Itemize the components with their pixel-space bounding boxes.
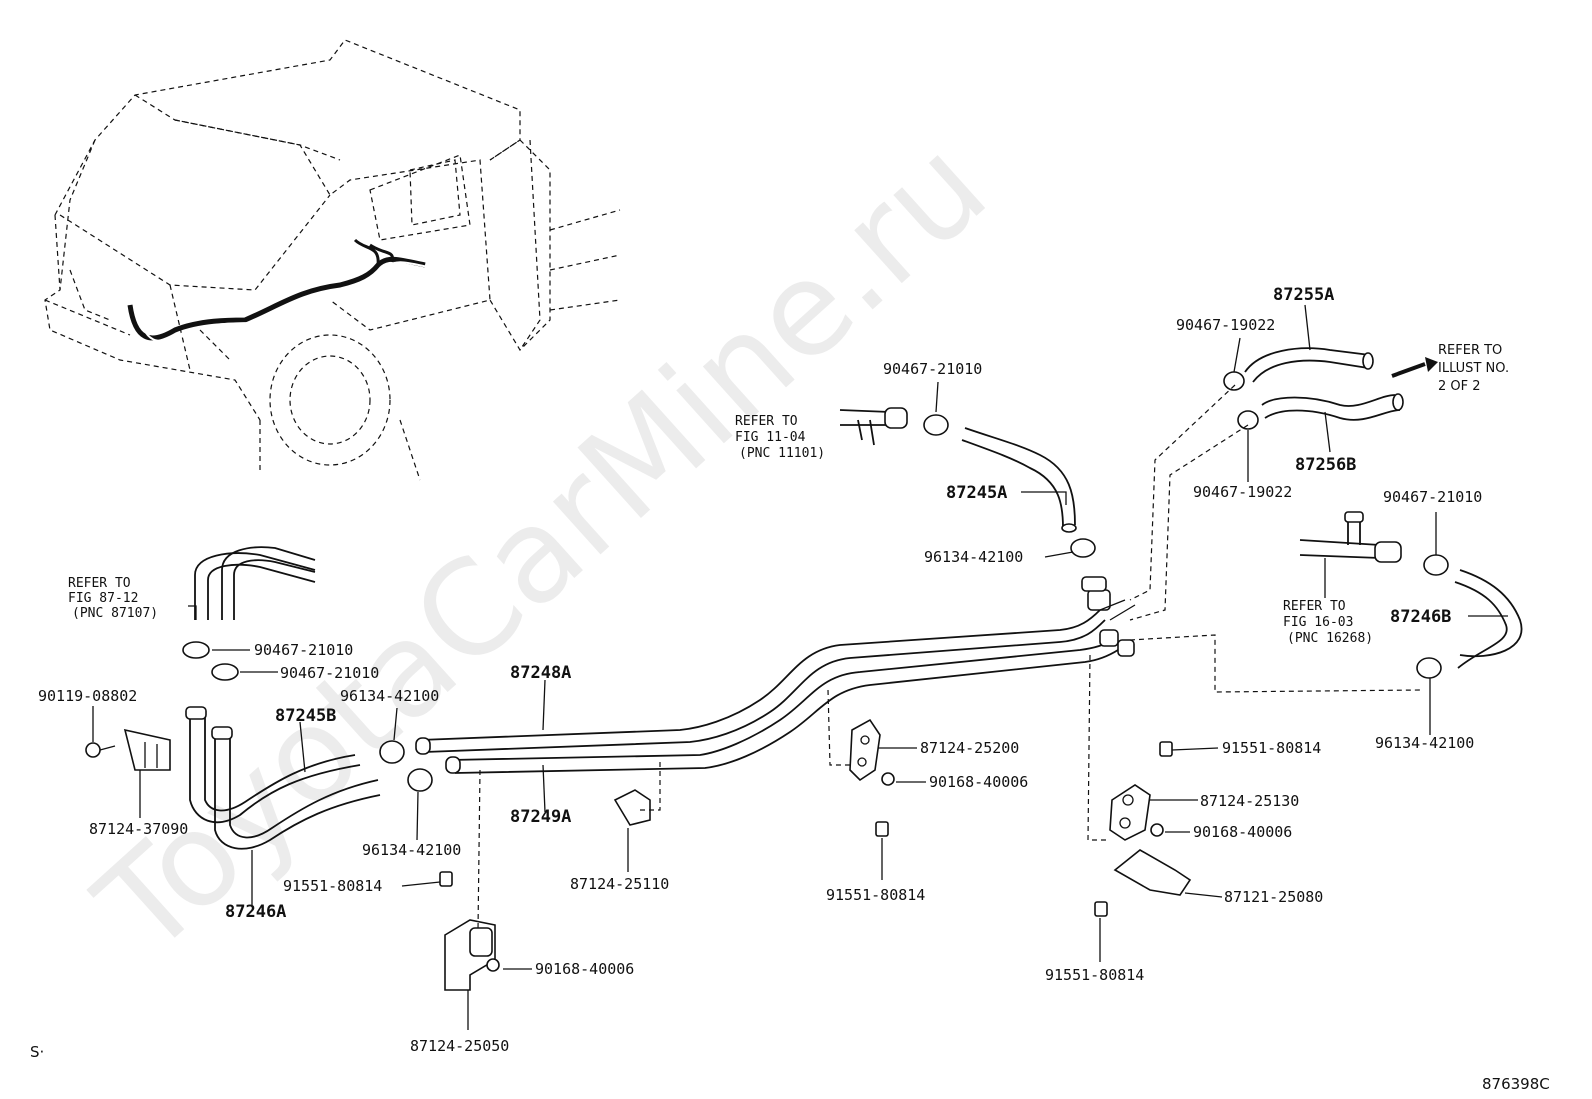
pipe-fig-11-04 <box>839 407 908 446</box>
label-91551-80814-c[interactable]: 91551-80814 <box>1222 739 1321 757</box>
label-90119-08802[interactable]: 90119-08802 <box>38 687 137 705</box>
ref-line: ILLUST NO. <box>1438 361 1509 376</box>
clip-87124-25110[interactable] <box>613 789 651 826</box>
clamp-96134-42100-right[interactable] <box>1416 657 1442 679</box>
ref-fig-11-04: REFER TO FIG 11-04 (PNC 11101) <box>735 414 825 461</box>
ref-line: REFER TO <box>68 576 131 591</box>
clamp-90467-21010-right[interactable] <box>1423 554 1449 576</box>
label-87256B[interactable]: 87256B <box>1295 455 1356 475</box>
ref-line: 2 OF 2 <box>1438 379 1481 394</box>
label-87124-25200[interactable]: 87124-25200 <box>920 739 1019 757</box>
truck-illustration <box>44 39 621 481</box>
label-90168-40006-c[interactable]: 90168-40006 <box>1193 823 1292 841</box>
hose-87245A[interactable] <box>961 427 1077 533</box>
hose-87245B[interactable] <box>185 706 361 824</box>
watermark: ToyotaCarMine.ru <box>68 110 1014 984</box>
clamp-90467-19022-top[interactable] <box>1223 371 1245 391</box>
ref-line: (PNC 87107) <box>72 606 158 621</box>
clamp-90467-21010-left-a[interactable] <box>182 641 210 659</box>
bolt-91551-80814-c[interactable] <box>1159 741 1173 757</box>
label-87248A[interactable]: 87248A <box>510 663 571 683</box>
clamp-90467-21010-left-b[interactable] <box>211 663 239 681</box>
ref-line: FIG 87-12 <box>68 591 138 606</box>
label-90467-21010-right[interactable]: 90467-21010 <box>1383 488 1482 506</box>
ref-line: (PNC 16268) <box>1287 631 1373 646</box>
leader-lines <box>92 304 1508 1030</box>
bolt-90168-40006-a[interactable] <box>486 958 500 972</box>
label-87246A[interactable]: 87246A <box>225 902 286 922</box>
ref-line: FIG 11-04 <box>735 430 806 445</box>
hose-87255A[interactable] <box>1244 347 1374 383</box>
bracket-87121-25080[interactable] <box>1113 849 1192 896</box>
label-90467-21010-left-a[interactable]: 90467-21010 <box>254 641 353 659</box>
ref-line: FIG 16-03 <box>1283 615 1353 630</box>
bolt-90168-40006-b[interactable] <box>881 772 895 786</box>
label-90467-19022-top[interactable]: 90467-19022 <box>1176 316 1275 334</box>
label-87245B[interactable]: 87245B <box>275 706 336 726</box>
ref-fig-16-03: REFER TO FIG 16-03 (PNC 16268) <box>1283 599 1373 646</box>
clamp-87124-25200[interactable] <box>849 718 881 782</box>
ref-line: REFER TO <box>735 414 798 429</box>
label-87255A[interactable]: 87255A <box>1273 285 1334 305</box>
ref-fig-87-12: REFER TO FIG 87-12 (PNC 87107) <box>68 576 158 621</box>
guide-lines <box>477 384 1421 931</box>
arrow-refer-illust <box>1391 357 1438 378</box>
pipe-fig-87-12 <box>194 546 316 620</box>
figure-id: 876398C <box>1482 1075 1550 1093</box>
ref-line: (PNC 11101) <box>739 446 825 461</box>
clamp-87124-25130[interactable] <box>1109 784 1151 841</box>
clamp-96134-42100-left-upper[interactable] <box>379 740 405 764</box>
label-87124-37090[interactable]: 87124-37090 <box>89 820 188 838</box>
hose-87246B[interactable] <box>1454 569 1523 669</box>
bolt-90168-40006-c[interactable] <box>1150 823 1164 837</box>
clamp-96134-42100-top[interactable] <box>1070 538 1096 558</box>
hose-junction <box>1081 576 1136 657</box>
ref-line: REFER TO <box>1438 343 1502 358</box>
main-hose-87248A[interactable] <box>415 609 1106 755</box>
label-96134-42100-left-upper[interactable]: 96134-42100 <box>340 687 439 705</box>
pipe-fig-16-03 <box>1299 511 1402 563</box>
clamp-90467-21010-top[interactable] <box>923 414 949 436</box>
label-96134-42100-right[interactable]: 96134-42100 <box>1375 734 1474 752</box>
bracket-87124-25050[interactable] <box>444 919 496 991</box>
label-87124-25110[interactable]: 87124-25110 <box>570 875 669 893</box>
part-labels: 87255A 90467-19022 90467-21010 87256B 90… <box>38 285 1482 1055</box>
main-hose-87249A[interactable] <box>445 639 1119 774</box>
label-96134-42100-top[interactable]: 96134-42100 <box>924 548 1023 566</box>
hose-87256B[interactable] <box>1261 393 1404 421</box>
ref-illust-2: REFER TO ILLUST NO. 2 OF 2 <box>1438 343 1509 394</box>
label-87124-25050[interactable]: 87124-25050 <box>410 1037 509 1055</box>
bolt-91551-80814-d[interactable] <box>1094 901 1108 917</box>
label-87121-25080[interactable]: 87121-25080 <box>1224 888 1323 906</box>
clamp-90467-19022-bottom[interactable] <box>1237 410 1259 430</box>
label-96134-42100-left-lower[interactable]: 96134-42100 <box>362 841 461 859</box>
label-90467-21010-left-b[interactable]: 90467-21010 <box>280 664 379 682</box>
label-91551-80814-d[interactable]: 91551-80814 <box>1045 966 1144 984</box>
bolt-90119-08802[interactable] <box>85 742 116 758</box>
label-87246B[interactable]: 87246B <box>1390 607 1451 627</box>
footer-mark: S· <box>30 1043 44 1061</box>
hose-87246A[interactable] <box>211 726 381 850</box>
label-87245A[interactable]: 87245A <box>946 483 1007 503</box>
label-91551-80814-a[interactable]: 91551-80814 <box>283 877 382 895</box>
ref-line: REFER TO <box>1283 599 1346 614</box>
label-90168-40006-b[interactable]: 90168-40006 <box>929 773 1028 791</box>
bolt-91551-80814-a[interactable] <box>439 871 453 887</box>
truck-hose-route <box>127 238 434 342</box>
bolt-91551-80814-b[interactable] <box>875 821 889 837</box>
clamp-96134-42100-left-lower[interactable] <box>407 768 433 792</box>
label-87249A[interactable]: 87249A <box>510 807 571 827</box>
clamp-87124-37090[interactable] <box>123 728 171 771</box>
label-90467-19022-bottom[interactable]: 90467-19022 <box>1193 483 1292 501</box>
label-90168-40006-a[interactable]: 90168-40006 <box>535 960 634 978</box>
label-87124-25130[interactable]: 87124-25130 <box>1200 792 1299 810</box>
label-91551-80814-b[interactable]: 91551-80814 <box>826 886 925 904</box>
label-90467-21010-top[interactable]: 90467-21010 <box>883 360 982 378</box>
